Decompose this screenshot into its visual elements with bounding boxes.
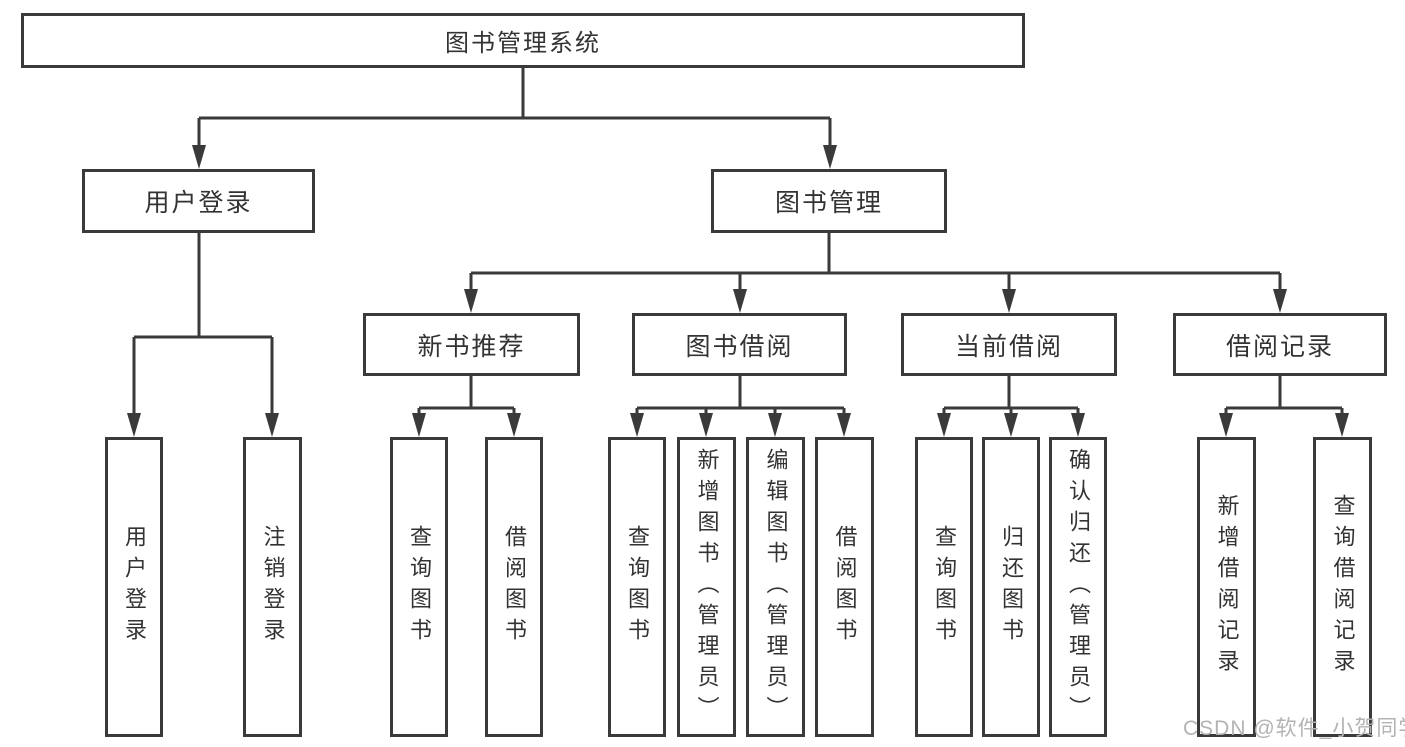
arrow-bb-edit [768, 413, 782, 437]
node-borrowing-records: 借阅记录 [1173, 313, 1387, 376]
leaf-cb-return-books: 归还图书 [982, 437, 1040, 737]
arrow-book-mgmt [823, 145, 837, 169]
leaf-nb-query-books-label: 查询图书 [407, 525, 432, 649]
leaf-bb-add-books: 新增图书（管理员） [677, 437, 736, 737]
arrow-currentborrow [1002, 289, 1016, 313]
node-current-borrowing: 当前借阅 [901, 313, 1117, 376]
leaf-br-add-record-label: 新增借阅记录 [1214, 494, 1240, 680]
leaf-nb-query-books: 查询图书 [390, 437, 448, 737]
leaf-br-add-record: 新增借阅记录 [1197, 437, 1256, 737]
leaf-br-query-record: 查询借阅记录 [1313, 437, 1372, 737]
leaf-cb-confirm-return: 确认归还（管理员） [1049, 437, 1107, 737]
csdn-watermark: CSDN @软件_小贺同学 [1183, 717, 1405, 740]
leaf-cb-query-books: 查询图书 [915, 437, 973, 737]
leaf-bb-edit-books: 编辑图书（管理员） [746, 437, 805, 737]
leaf-bb-add-books-label: 新增图书（管理员） [694, 447, 720, 727]
arrow-cb-confirm [1071, 413, 1085, 437]
arrow-leaf-userlogin [127, 413, 141, 437]
leaf-bb-borrow-books-label: 借阅图书 [832, 525, 858, 649]
leaf-bb-borrow-books: 借阅图书 [815, 437, 874, 737]
leaf-logout: 注销登录 [243, 437, 302, 737]
arrow-borrowrecords [1273, 289, 1287, 313]
node-new-book-recommend: 新书推荐 [363, 313, 580, 376]
arrow-bookborrow [733, 289, 747, 313]
leaf-bb-query-books-label: 查询图书 [625, 525, 650, 649]
leaf-cb-confirm-return-label: 确认归还（管理员） [1066, 447, 1091, 727]
arrowheads [127, 145, 1349, 437]
arrow-cb-return [1004, 413, 1018, 437]
leaf-user-login-label: 用户登录 [122, 525, 147, 649]
leaf-br-query-record-label: 查询借阅记录 [1330, 494, 1356, 680]
arrow-nb-query [412, 413, 426, 437]
leaf-bb-edit-books-label: 编辑图书（管理员） [763, 447, 789, 727]
node-book-management: 图书管理 [711, 169, 947, 233]
leaf-cb-return-books-label: 归还图书 [999, 525, 1024, 649]
leaf-logout-label: 注销登录 [260, 525, 286, 649]
arrow-cb-query [937, 413, 951, 437]
arrow-br-query [1335, 413, 1349, 437]
leaf-bb-query-books: 查询图书 [608, 437, 666, 737]
arrow-bb-query [630, 413, 644, 437]
arrow-bb-add [699, 413, 713, 437]
node-book-borrowing: 图书借阅 [632, 313, 847, 376]
arrow-leaf-logout [265, 413, 279, 437]
node-root: 图书管理系统 [21, 13, 1025, 68]
leaf-nb-borrow-books-label: 借阅图书 [502, 525, 527, 649]
leaf-nb-borrow-books: 借阅图书 [485, 437, 543, 737]
arrow-bb-borrow [837, 413, 851, 437]
arrow-br-add [1219, 413, 1233, 437]
node-user-login: 用户登录 [82, 169, 315, 233]
leaf-user-login: 用户登录 [105, 437, 163, 737]
arrow-user-login [192, 145, 206, 169]
leaf-cb-query-books-label: 查询图书 [932, 525, 957, 649]
arrow-newbook [464, 289, 478, 313]
arrow-nb-borrow [507, 413, 521, 437]
